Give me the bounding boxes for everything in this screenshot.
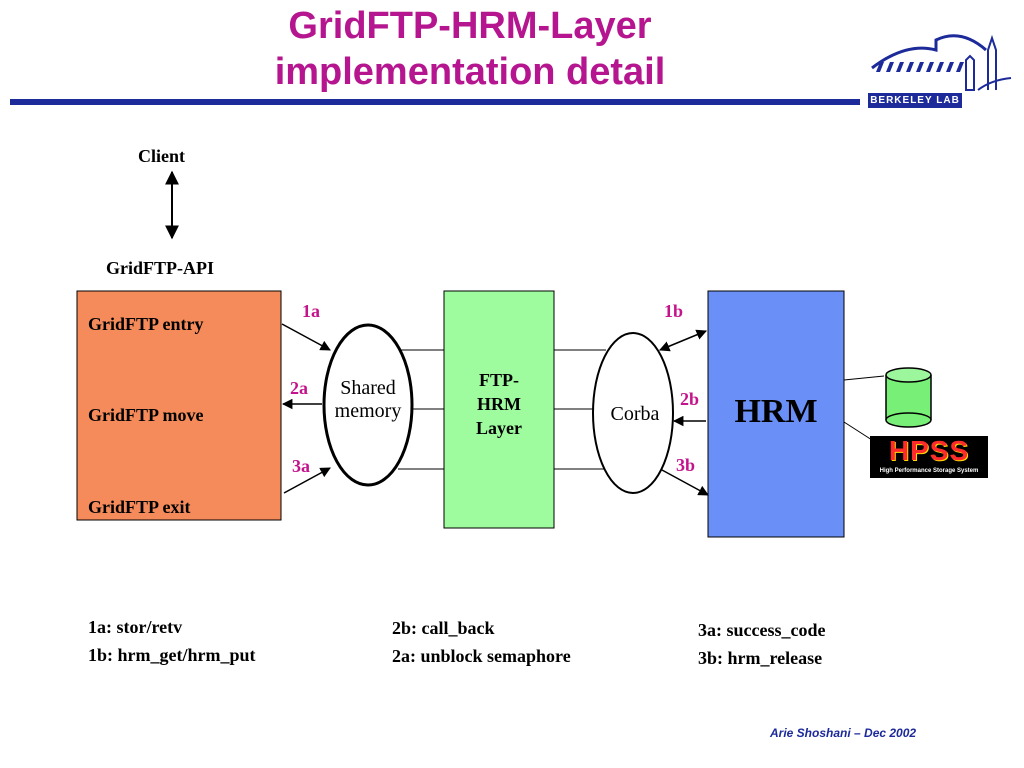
- legend-column-3: 3a: success_code 3b: hrm_release: [698, 616, 825, 672]
- ftp-hrm-layer-line-1: FTP-: [479, 370, 519, 390]
- disk-cylinder-icon: [885, 367, 932, 428]
- berkeley-lab-wordmark: BERKELEY LAB: [868, 93, 962, 108]
- step-1b-label: 1b: [664, 301, 684, 321]
- step-2b-label: 2b: [680, 389, 700, 409]
- ftp-hrm-layer-box: [443, 290, 555, 529]
- step-3b-label: 3b: [676, 455, 696, 475]
- legend-item: 1a: stor/retv: [88, 617, 183, 637]
- hpss-logo: HPSS High Performance Storage System: [870, 436, 988, 478]
- legend-item: 2a: unblock semaphore: [392, 646, 571, 666]
- slide-title-line-1: GridFTP-HRM-Layer: [288, 5, 652, 47]
- legend-item: 3a: success_code: [698, 620, 826, 640]
- legend-column-2: 2b: call_back 2a: unblock semaphore: [392, 614, 571, 670]
- ftp-hrm-layer-label: FTP- HRM Layer: [444, 368, 554, 440]
- slide-footer: Arie Shoshani – Dec 2002: [770, 726, 917, 740]
- corba-ellipse: [592, 332, 674, 494]
- legend-column-1: 1a: stor/retv 1b: hrm_get/hrm_put: [88, 613, 256, 669]
- gridftp-entry-label: GridFTP entry: [88, 314, 204, 334]
- gridftp-move-label: GridFTP move: [88, 405, 204, 425]
- arrow-1a: [281, 323, 331, 351]
- hpss-logo-text: HPSS: [888, 435, 970, 466]
- legend-item: 3b: hrm_release: [698, 648, 823, 668]
- legend-item: 1b: hrm_get/hrm_put: [88, 645, 256, 665]
- arrow-3a: [283, 467, 331, 494]
- hrm-hpss-line: [843, 421, 873, 441]
- ftp-hrm-layer-line-3: Layer: [476, 418, 522, 438]
- hrm-disk-line: [843, 375, 885, 381]
- step-2a-label: 2a: [290, 378, 308, 398]
- berkeley-lab-logo: [871, 34, 1012, 91]
- gridftp-exit-label: GridFTP exit: [88, 497, 191, 517]
- step-3a-label: 3a: [292, 456, 310, 476]
- legend-item: 2b: call_back: [392, 618, 495, 638]
- shared-memory-label-line-2: memory: [334, 400, 402, 422]
- hrm-box: [707, 290, 845, 538]
- corba-label: Corba: [610, 403, 660, 425]
- shared-memory-ellipse: [322, 323, 414, 487]
- step-1a-label: 1a: [302, 301, 320, 321]
- gridftp-box: [76, 290, 282, 521]
- hpss-caption: High Performance Storage System: [879, 468, 979, 474]
- arrow-3b: [661, 469, 709, 496]
- arrow-1b: [659, 329, 707, 352]
- slide-title-line-2: implementation detail: [274, 51, 666, 93]
- shared-memory-label-line-1: Shared: [340, 377, 396, 399]
- shared-memory-label: Shared memory: [324, 377, 412, 423]
- client-label: Client: [138, 146, 185, 166]
- title-rule: [10, 99, 860, 105]
- ftp-hrm-layer-line-2: HRM: [477, 394, 521, 414]
- gridftp-api-label: GridFTP-API: [106, 258, 214, 278]
- hrm-label: HRM: [734, 393, 818, 430]
